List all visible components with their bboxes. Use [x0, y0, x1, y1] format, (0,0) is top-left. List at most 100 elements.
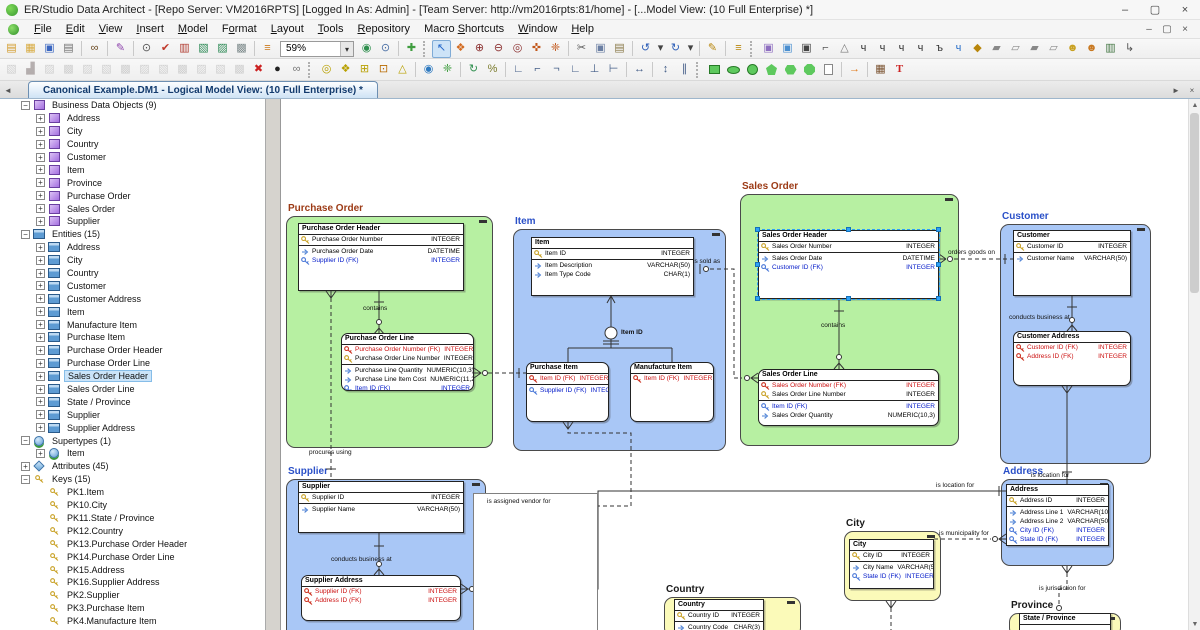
attribute-row[interactable]: State ID (FK)INTEGER: [850, 572, 933, 581]
subtype-cluster-tool-icon[interactable]: △: [840, 42, 849, 54]
copy-model-icon[interactable]: ▨: [217, 42, 228, 54]
expand-icon[interactable]: +: [36, 307, 45, 317]
navigate-links-icon[interactable]: ✚: [406, 42, 417, 54]
selection-handle[interactable]: [755, 227, 760, 232]
fit-model-icon[interactable]: ❈: [550, 42, 561, 54]
draw-circle-icon[interactable]: [743, 61, 762, 79]
tree-layout-icon[interactable]: △: [398, 63, 407, 75]
expand-icon[interactable]: +: [36, 332, 45, 342]
draw-octagon-icon[interactable]: [800, 61, 819, 79]
zoom-area-icon[interactable]: ◎: [512, 42, 523, 54]
expand-icon[interactable]: +: [36, 384, 45, 394]
attribute-row[interactable]: Item ID (FK)INTEGER: [759, 402, 938, 411]
menu-help[interactable]: Help: [571, 23, 594, 35]
shape-object-tool-icon[interactable]: ▱: [1049, 42, 1058, 54]
selection-handle[interactable]: [755, 261, 760, 267]
tree-item-address[interactable]: +Address: [0, 241, 265, 254]
expand-icon[interactable]: +: [36, 242, 45, 252]
incremental-layout-icon[interactable]: ❈: [442, 63, 453, 75]
white-rectangle-shape[interactable]: [473, 493, 598, 630]
user-object-icon[interactable]: ☻: [1066, 42, 1079, 54]
collapse-icon[interactable]: −: [21, 436, 30, 446]
tree-item-city[interactable]: +City: [0, 125, 265, 138]
canvas-scroll-up-icon[interactable]: ▲: [1191, 102, 1199, 109]
repo-undo-check-out-icon[interactable]: ▧: [101, 63, 112, 75]
attribute-row[interactable]: Supplier ID (FK)INTEGER: [302, 587, 460, 596]
category-tool-icon[interactable]: ◆: [973, 42, 982, 54]
repo-synchronize-icon[interactable]: ▩: [234, 63, 245, 75]
expand-icon[interactable]: +: [36, 152, 45, 162]
selection-handle[interactable]: [755, 296, 760, 301]
collapse-container-icon[interactable]: [927, 535, 935, 538]
align-bottom-icon[interactable]: ∟: [570, 63, 581, 75]
state-province-table[interactable]: State / Province: [1019, 613, 1111, 630]
expand-icon[interactable]: +: [21, 461, 30, 471]
entity-tool-icon[interactable]: ▣: [763, 42, 774, 54]
canvas-vertical-scrollbar[interactable]: ▲ ▼: [1188, 99, 1200, 630]
repo-get-latest-icon[interactable]: ▧: [158, 63, 169, 75]
panel-splitter[interactable]: [267, 99, 280, 630]
tree-item-pk14-purchase-order-line[interactable]: PK14.Purchase Order Line: [0, 550, 265, 563]
draw-ellipse-icon[interactable]: [724, 61, 743, 79]
collapse-icon[interactable]: −: [21, 229, 30, 239]
attribute-row[interactable]: Item ID (FK)INTEGER: [342, 384, 473, 390]
tree-item-supplier[interactable]: +Supplier: [0, 215, 265, 228]
tree-item-pk4-manufacture-item[interactable]: PK4.Manufacture Item: [0, 615, 265, 628]
collapse-container-icon[interactable]: [479, 220, 487, 223]
attribute-row[interactable]: City ID (FK)INTEGER: [1007, 526, 1108, 535]
menu-format[interactable]: Format: [221, 23, 257, 35]
symmetric-layout-icon[interactable]: ❖: [340, 63, 351, 75]
orthogonal-layout-icon[interactable]: ⊡: [378, 63, 389, 75]
tree-item-purchase-order[interactable]: +Purchase Order: [0, 189, 265, 202]
expand-icon[interactable]: +: [36, 281, 45, 291]
tree-item-pk10-city[interactable]: PK10.City: [0, 499, 265, 512]
table-tool-icon[interactable]: ▣: [801, 42, 812, 54]
tree-item-customer[interactable]: +Customer: [0, 279, 265, 292]
export-sql-icon[interactable]: ▩: [236, 42, 247, 54]
redraw-diagram-icon[interactable]: ↻: [468, 63, 479, 75]
tree-item-item[interactable]: +Item: [0, 305, 265, 318]
expand-icon[interactable]: +: [36, 216, 45, 226]
collapse-container-icon[interactable]: [472, 483, 480, 486]
elbow-link-icon[interactable]: ↳: [1124, 42, 1135, 54]
macro-object-tool-icon[interactable]: ▰: [1030, 42, 1039, 54]
tree-item-pk16-supplier-address[interactable]: PK16.Supplier Address: [0, 576, 265, 589]
menu-view[interactable]: View: [98, 23, 123, 35]
expand-icon[interactable]: +: [36, 126, 45, 136]
expand-icon[interactable]: +: [36, 191, 45, 201]
selection-handle[interactable]: [845, 227, 851, 232]
hierarchical-layout-icon[interactable]: ⊞: [359, 63, 370, 75]
circular-layout-icon[interactable]: ◎: [321, 63, 332, 75]
minimize-button[interactable]: –: [1121, 3, 1129, 16]
attribute-row[interactable]: Sales Order Number (FK)INTEGER: [759, 381, 938, 390]
collapse-icon[interactable]: −: [21, 100, 30, 110]
repo-compare-icon[interactable]: ▨: [196, 63, 207, 75]
zoom-dropdown-icon[interactable]: ▾: [340, 41, 353, 56]
align-center-horizontal-icon[interactable]: ⊥: [589, 63, 600, 75]
attribute-row[interactable]: Supplier ID (FK)INTEGER: [299, 256, 463, 265]
attribute-row[interactable]: Purchase Order Number (FK)INTEGER: [342, 345, 473, 354]
mdi-minimize-button[interactable]: –: [1146, 23, 1152, 35]
repo-security-center-icon[interactable]: ▧: [215, 63, 226, 75]
view-relationship-tool-icon[interactable]: ч: [955, 42, 962, 54]
tree-item-pk3-purchase-item[interactable]: PK3.Purchase Item: [0, 602, 265, 615]
expand-icon[interactable]: +: [36, 345, 45, 355]
expand-icon[interactable]: +: [36, 294, 45, 304]
